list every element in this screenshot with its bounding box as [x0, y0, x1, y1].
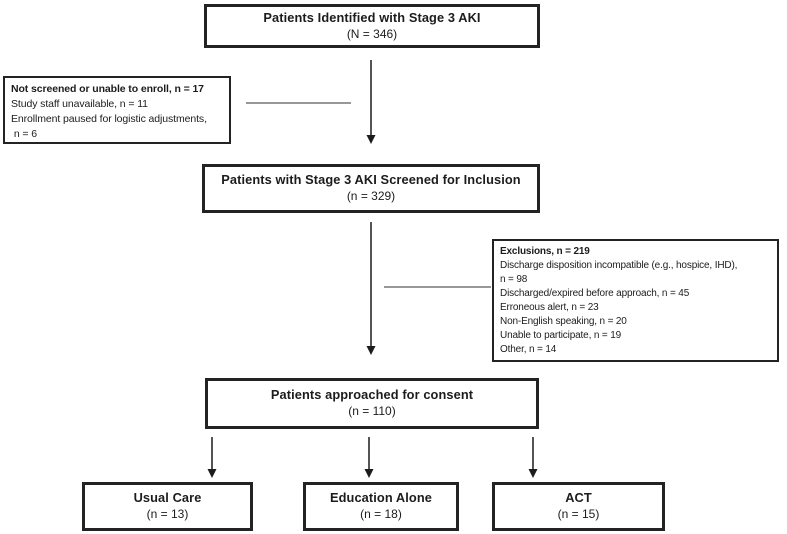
arrowhead-identified-to-screened: [366, 135, 376, 144]
arrowhead-consent-to-act: [528, 469, 538, 478]
arm-act-title: ACT: [565, 490, 592, 506]
box-screened-for-inclusion: Patients with Stage 3 AKI Screened for I…: [202, 164, 540, 213]
box-screened-count: (n = 329): [346, 189, 396, 204]
box-not-screened: Not screened or unable to enroll, n = 17…: [3, 76, 231, 144]
exclusions-line: Exclusions, n = 219: [500, 246, 590, 257]
exclusions-line: Non-English speaking, n = 20: [500, 316, 627, 327]
exclusions-line: Other, n = 14: [500, 344, 557, 355]
arm-education-alone-title: Education Alone: [330, 490, 432, 506]
box-consent-count: (n = 110): [348, 404, 396, 419]
arrowhead-screened-to-consent: [366, 346, 376, 355]
box-patients-identified-count: (N = 346): [346, 26, 398, 41]
exclusions-line: Discharged/expired before approach, n = …: [500, 288, 690, 299]
box-consent-title: Patients approached for consent: [270, 387, 474, 403]
box-patients-identified-title: Patients Identified with Stage 3 AKI: [263, 9, 481, 25]
arm-usual-care-title: Usual Care: [133, 490, 202, 506]
exclusions-line: Erroneous alert, n = 23: [500, 302, 599, 313]
not-screened-line: Not screened or unable to enroll, n = 17: [11, 83, 204, 95]
not-screened-line: Enrollment paused for logistic adjustmen…: [11, 113, 207, 125]
box-patients-identified: Patients Identified with Stage 3 AKI (N …: [204, 4, 540, 48]
box-arm-education-alone: Education Alone (n = 18): [303, 482, 459, 531]
arm-act-count: (n = 15): [557, 507, 600, 522]
box-exclusions: Exclusions, n = 219 Discharge dispositio…: [492, 239, 779, 362]
box-approached-for-consent: Patients approached for consent (n = 110…: [205, 378, 539, 429]
not-screened-line: n = 6: [11, 128, 37, 140]
arm-education-alone-count: (n = 18): [360, 507, 402, 522]
arrowhead-consent-to-education-alone: [364, 469, 374, 478]
exclusions-line: Unable to participate, n = 19: [500, 330, 622, 341]
exclusions-line: Discharge disposition incompatible (e.g.…: [500, 260, 738, 271]
arrowhead-consent-to-usual-care: [207, 469, 217, 478]
not-screened-line: Study staff unavailable, n = 11: [11, 98, 148, 110]
exclusions-line: n = 98: [500, 274, 528, 285]
box-arm-act: ACT (n = 15): [492, 482, 665, 531]
arm-usual-care-count: (n = 13): [146, 507, 189, 522]
box-screened-title: Patients with Stage 3 AKI Screened for I…: [221, 172, 521, 188]
box-arm-usual-care: Usual Care (n = 13): [82, 482, 253, 531]
